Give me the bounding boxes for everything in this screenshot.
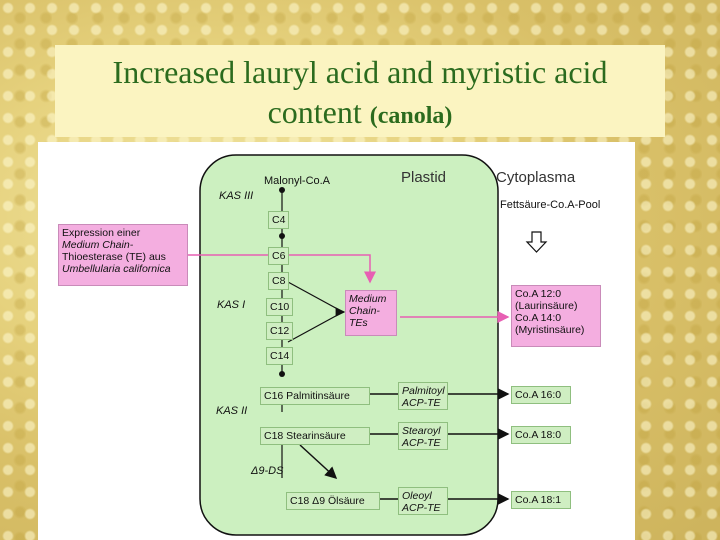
chain-c10: C10 (266, 298, 294, 316)
chain-c12: C12 (266, 322, 294, 340)
te-1-line-2: ACP-TE (402, 397, 441, 409)
title-line-2: content (canola) (55, 92, 665, 136)
malonyl-coa: Malonyl-Co.A (264, 175, 331, 187)
chain-c4: C4 (268, 211, 290, 229)
stearoyl-acp-te: Stearoyl ACP-TE (398, 422, 448, 450)
title-content-word: content (267, 94, 362, 130)
coa-12-0: Co.A 12:0 (515, 288, 562, 300)
te-2-line-2: ACP-TE (402, 437, 441, 449)
title-paren: (canola) (369, 103, 453, 129)
d9-desaturase-label: Δ9-DS (251, 465, 284, 477)
te-2-line-1: Stearoyl (402, 425, 441, 437)
coa-18-0: Co.A 18:0 (511, 426, 571, 444)
pathway-figure: Plastid Cytoplasma Fettsäure-Co.A-Pool M… (38, 142, 635, 540)
coa-14-0-name: (Myristinsäure) (515, 324, 585, 336)
medium-te-line-1: Medium (349, 293, 387, 305)
coa-16-0: Co.A 16:0 (511, 386, 571, 404)
oleoyl-acp-te: Oleoyl ACP-TE (398, 487, 448, 515)
medium-chain-te-box: Medium Chain- TEs (345, 290, 397, 336)
expression-box: Expression einer Medium Chain- Thioester… (58, 224, 188, 286)
pool-label: Fettsäure-Co.A-Pool (500, 199, 601, 211)
c16-palmitic: C16 Palmitinsäure (260, 387, 370, 405)
kas-ii-label: KAS II (216, 405, 248, 417)
title-panel (55, 45, 665, 137)
coa-18-1: Co.A 18:1 (511, 491, 571, 509)
chain-c14: C14 (266, 347, 294, 365)
title-line-1: Increased lauryl acid and myristic acid (112, 54, 608, 90)
palmitoyl-acp-te: Palmitoyl ACP-TE (398, 382, 448, 410)
expression-line-2: Medium Chain- (62, 239, 134, 251)
coa-14-0: Co.A 14:0 (515, 312, 562, 324)
expression-line-4: Umbellularia californica (62, 263, 171, 275)
kas-iii-label: KAS III (219, 190, 254, 202)
chain-c8: C8 (268, 272, 290, 290)
expression-line-3: Thioesterase (TE) aus (62, 251, 166, 263)
te-1-line-1: Palmitoyl (402, 385, 445, 397)
plastid-region (199, 154, 499, 536)
down-arrow-icon (525, 231, 548, 253)
kas-i-label: KAS I (217, 299, 246, 311)
slide-title: Increased lauryl acid and myristic acid … (55, 52, 665, 136)
coa-medium-box: Co.A 12:0 (Laurinsäure) Co.A 14:0 (Myris… (511, 285, 601, 347)
c18-1-oleic: C18 Δ9 Ölsäure (286, 492, 380, 510)
medium-te-line-3: TEs (349, 317, 368, 329)
coa-12-0-name: (Laurinsäure) (515, 300, 578, 312)
te-3-line-1: Oleoyl (402, 490, 432, 502)
medium-te-line-2: Chain- (349, 305, 380, 317)
c18-stearic: C18 Stearinsäure (260, 427, 370, 445)
cytoplasm-label: Cytoplasma (496, 169, 576, 186)
chain-c6: C6 (268, 247, 290, 265)
plastid-label: Plastid (401, 169, 447, 186)
expression-line-1: Expression einer (62, 227, 141, 239)
te-3-line-2: ACP-TE (402, 502, 441, 514)
